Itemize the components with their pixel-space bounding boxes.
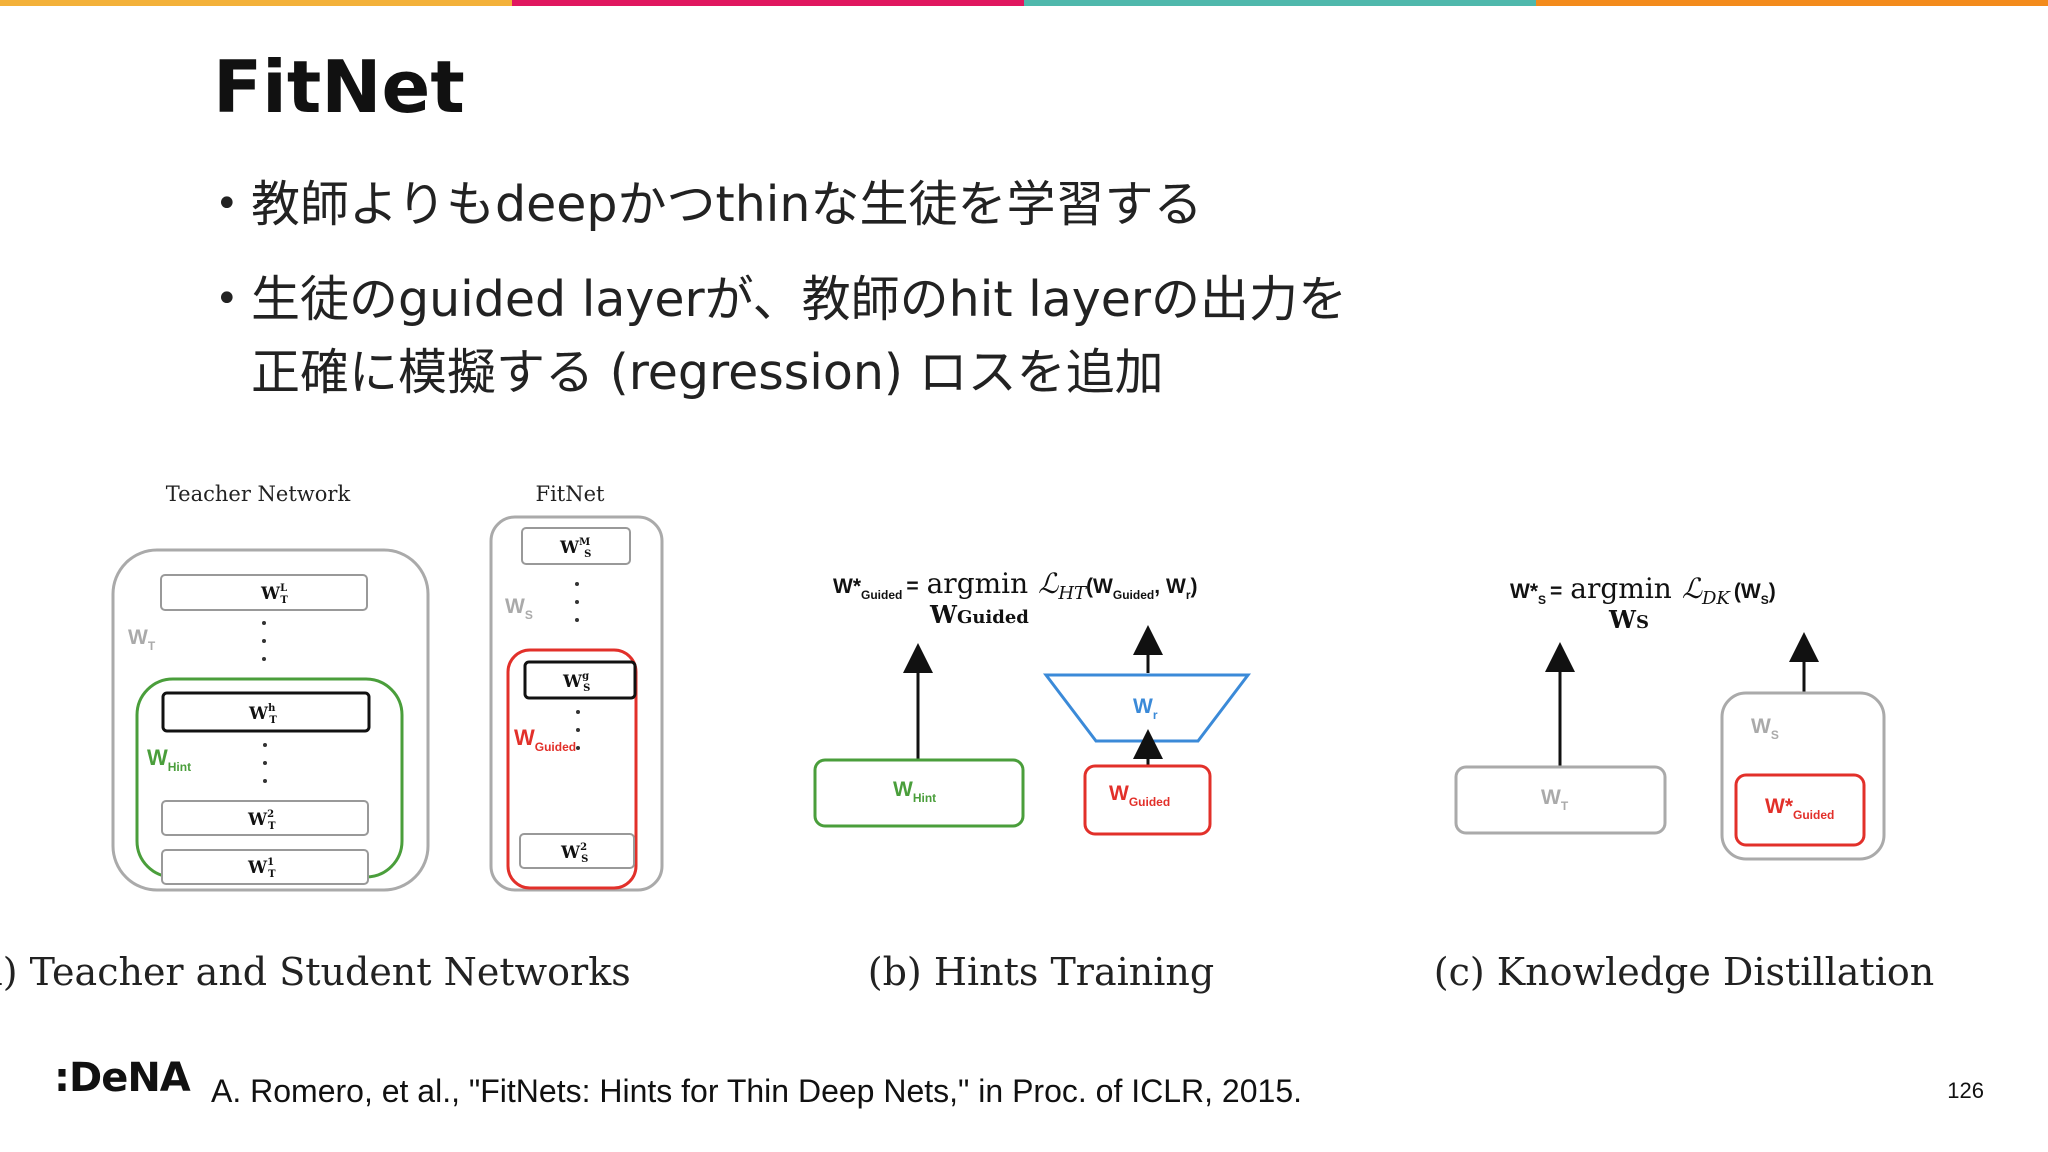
slide-title: FitNet — [213, 45, 465, 129]
teacher-box-label: WT — [1541, 786, 1569, 813]
kd-guided-box-label: W*Guided — [1765, 795, 1834, 822]
hint-layer-box-label: WHint — [893, 778, 936, 805]
bullet-dot: • — [215, 276, 239, 322]
teacher-box — [1454, 765, 1667, 835]
guided-layer-box-label: WGuided — [1109, 782, 1170, 809]
top-color-bar — [0, 0, 2048, 6]
teacher-layer-L — [160, 574, 368, 611]
caption-a: (a) Teacher and Student Networks — [0, 950, 631, 994]
teacher-group-label: WT — [128, 626, 156, 653]
teacher-network-title: Teacher Network — [166, 482, 351, 506]
student-dots-lower — [576, 710, 580, 750]
student-box-label: WS — [1751, 715, 1779, 742]
student-group-label: WS — [505, 595, 533, 622]
caption-b: (b) Hints Training — [868, 950, 1214, 994]
bullet-list: • 教師よりもdeepかつthinな生徒を学習する • 生徒のguided la… — [213, 168, 1813, 431]
hint-layer-box — [813, 758, 1025, 828]
student-layer-guided — [523, 660, 637, 700]
hint-group-label: WHint — [147, 745, 191, 774]
bullet-item: • 生徒のguided layerが、教師のhit layerの出力を 正確に模… — [213, 263, 1813, 409]
guided-group-label: WGuided — [514, 725, 576, 754]
hints-formula-argmin-subscript: WGuided — [929, 600, 1029, 629]
caption-c: (c) Knowledge Distillation — [1434, 950, 1934, 994]
bullet-text: 教師よりもdeepかつthinな生徒を学習する — [251, 176, 1203, 233]
regressor-trapezoid — [1042, 673, 1252, 743]
top-bar-segment-teal — [1024, 0, 1536, 6]
page-number: 126 — [1947, 1078, 1984, 1103]
student-layer-M — [521, 527, 631, 565]
top-bar-segment-orange — [1536, 0, 2048, 6]
teacher-dots-lower — [263, 743, 267, 783]
teacher-layer-hint — [161, 691, 371, 733]
regressor-label: Wr — [1133, 695, 1158, 722]
bullet-text-line-2: 正確に模擬する (regression) ロスを追加 — [251, 344, 1164, 401]
guided-layer-group — [506, 648, 638, 890]
fitnet-title: FitNet — [536, 482, 606, 506]
bullet-dot: • — [215, 181, 239, 227]
bullet-text-line-1: 生徒のguided layerが、教師のhit layerの出力を — [251, 271, 1348, 328]
teacher-dots-upper — [262, 621, 266, 661]
citation: A. Romero, et al., "FitNets: Hints for T… — [211, 1073, 1302, 1109]
guided-layer-box — [1083, 764, 1212, 836]
top-bar-segment-yellow — [0, 0, 512, 6]
teacher-layer-1 — [161, 849, 369, 885]
teacher-layer-2 — [161, 800, 369, 836]
bullet-item: • 教師よりもdeepかつthinな生徒を学習する — [213, 168, 1813, 241]
student-dots-upper — [575, 582, 579, 622]
top-bar-segment-pink — [512, 0, 1024, 6]
kd-guided-box — [1734, 773, 1866, 847]
dena-logo: :DeNA — [54, 1055, 191, 1101]
kd-formula-argmin-subscript: WS — [1608, 605, 1649, 634]
fitnet-network-box — [489, 515, 664, 892]
student-layer-2 — [519, 833, 635, 869]
